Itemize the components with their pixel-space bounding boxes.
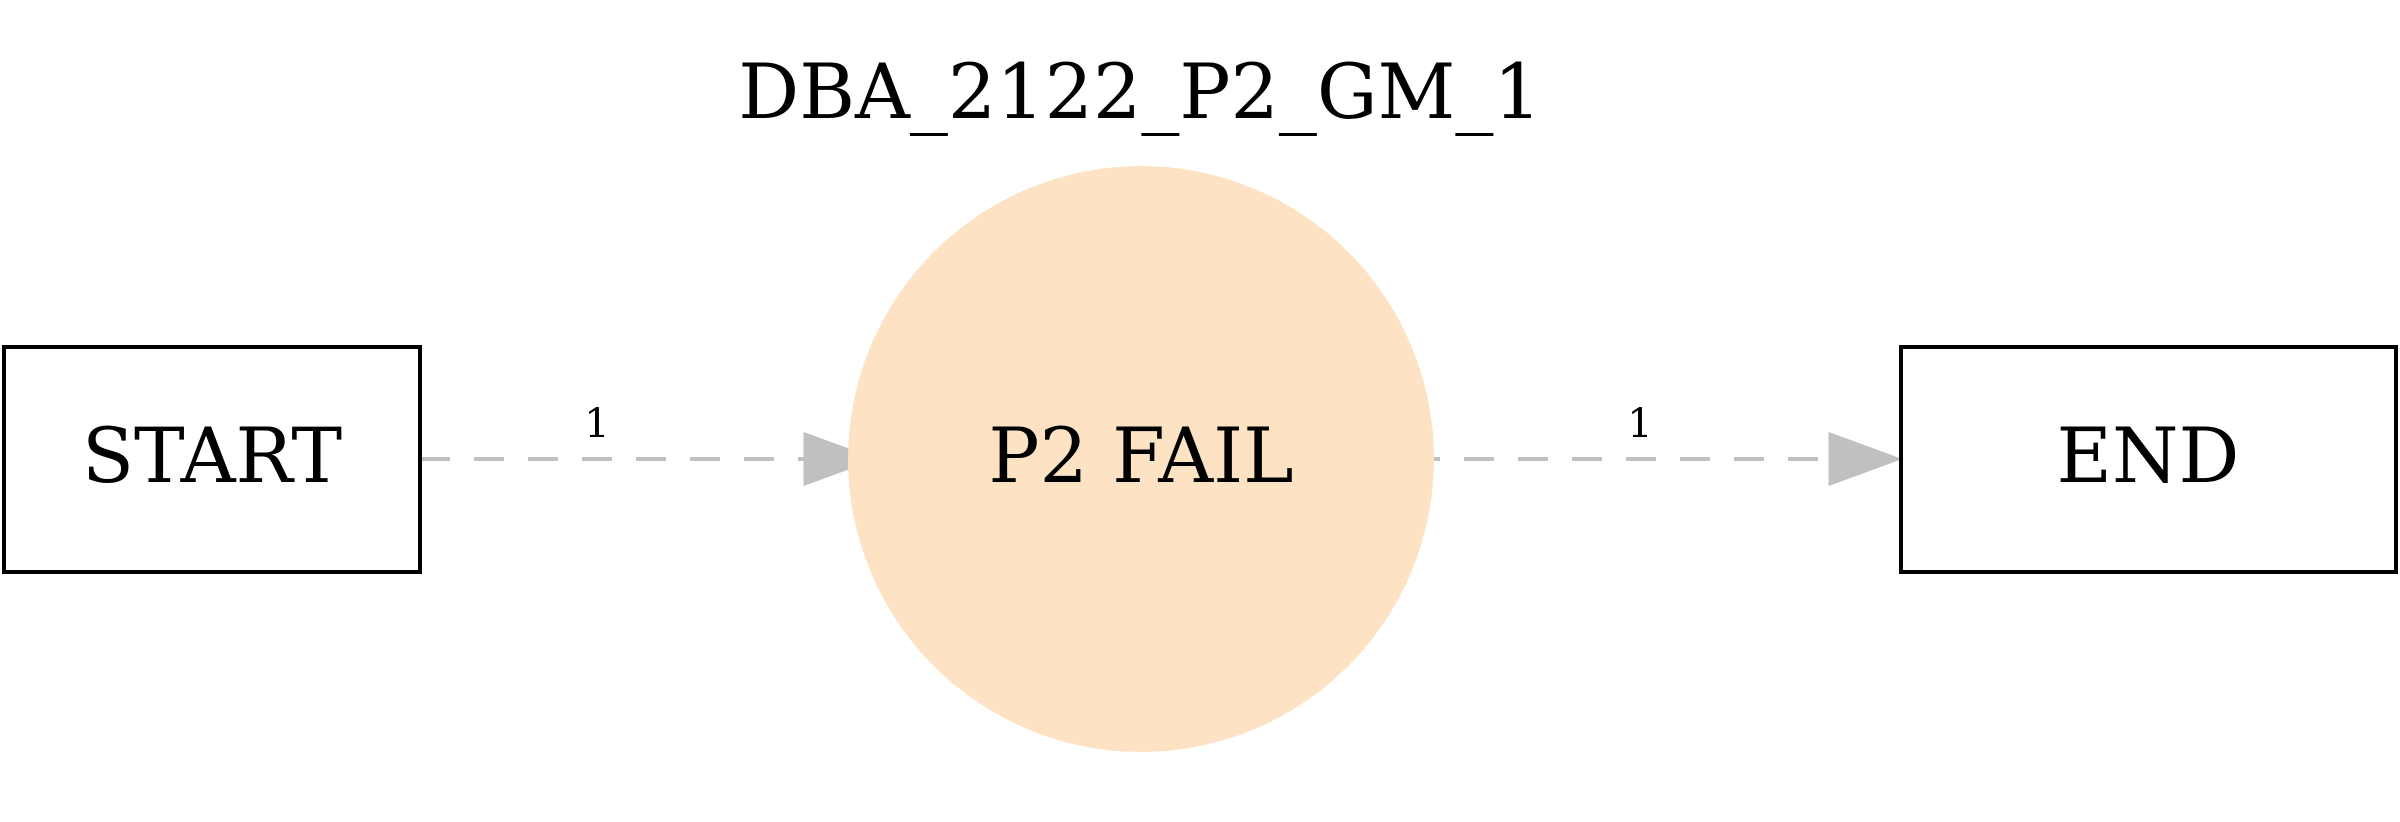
node-start[interactable]: START [2,345,422,574]
edge-label: 1 [1627,401,1652,447]
arrowhead-icon [1828,431,1903,487]
arrowhead-icon [803,431,878,487]
diagram-title: DBA_2122_P2_GM_1 [738,47,1541,136]
node-start-box [2,345,422,574]
edge-label: 1 [584,401,609,447]
node-end-box [1899,345,2398,574]
node-p2-fail-label: P2 FAIL [988,411,1293,500]
node-end[interactable]: END [1899,345,2398,574]
edge-start-to-p2-fail: 1 [420,401,878,487]
node-p2-fail[interactable]: P2 FAIL [848,166,1434,752]
node-end-label: END [2057,411,2240,500]
node-p2-fail-circle [848,166,1434,752]
edge-p2-fail-to-end: 1 [1410,401,1903,487]
node-start-label: START [82,411,342,500]
